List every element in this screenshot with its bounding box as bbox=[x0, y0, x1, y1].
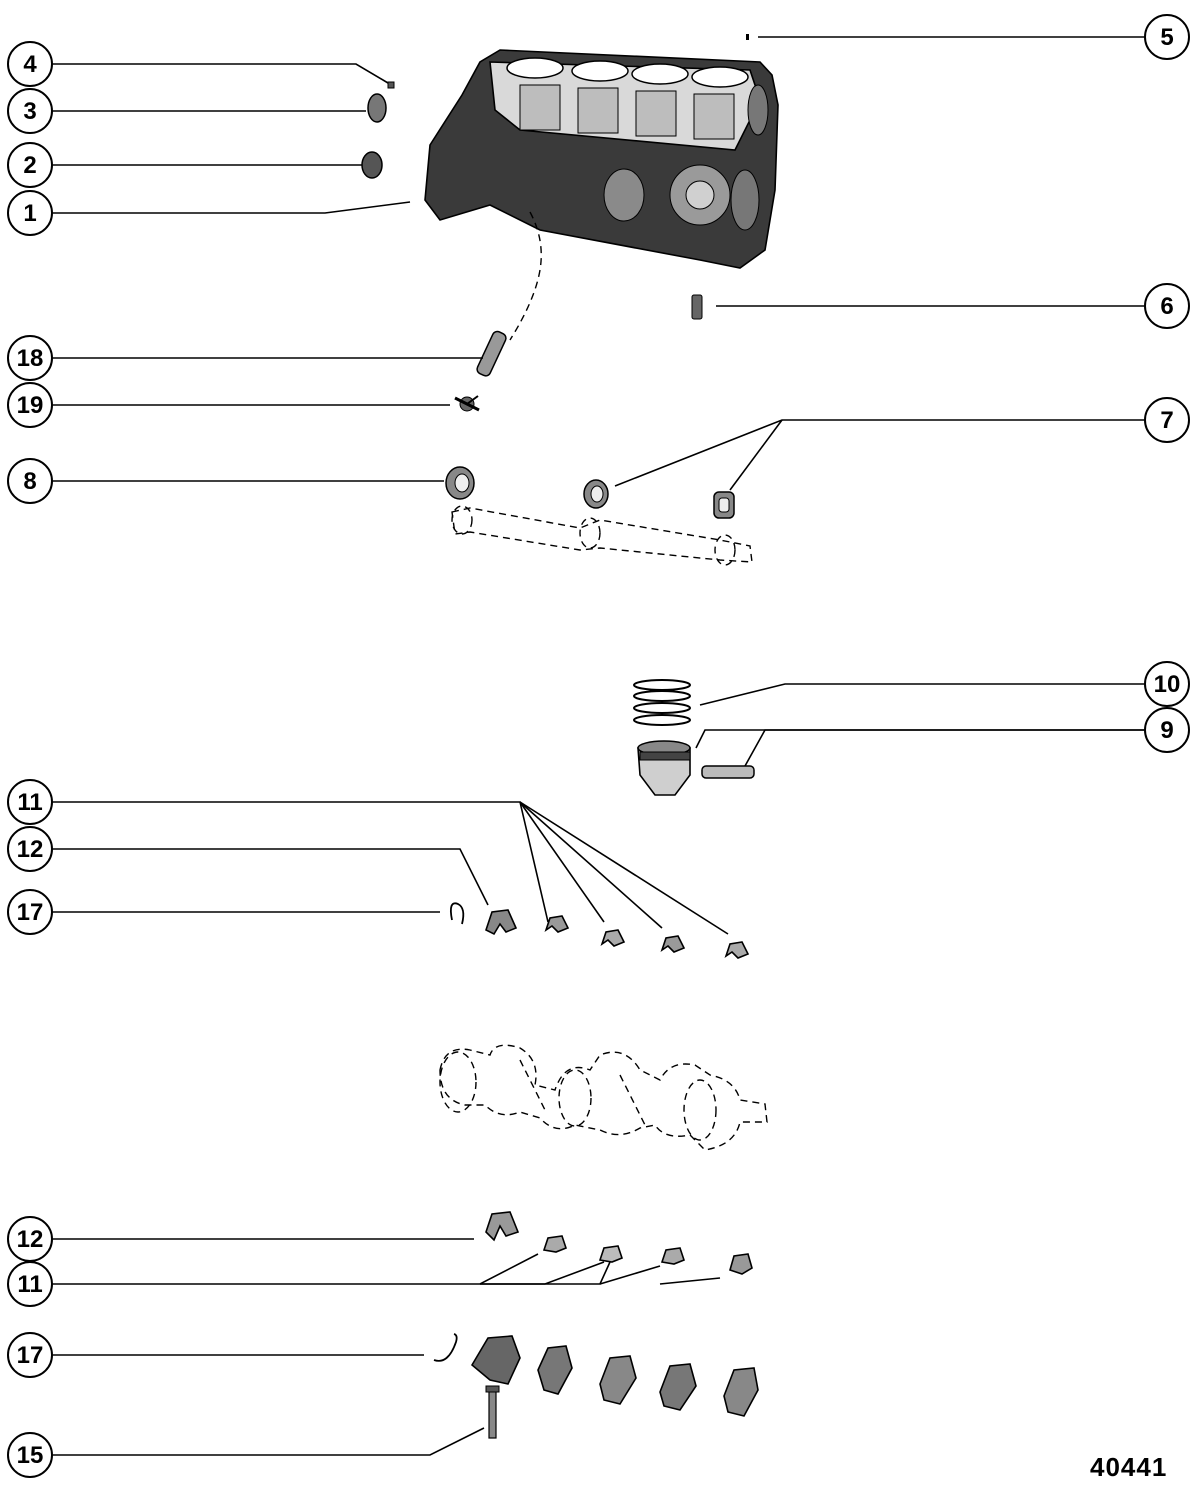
callout-label: 17 bbox=[17, 899, 44, 926]
callout-6: 6 bbox=[1144, 283, 1190, 329]
callout-label: 10 bbox=[1154, 671, 1181, 698]
part-5-pin bbox=[746, 34, 749, 40]
part-3-expansion-plug bbox=[367, 93, 387, 123]
callout-12: 12 bbox=[7, 826, 53, 872]
callout-18: 18 bbox=[7, 335, 53, 381]
callout-label: 1 bbox=[23, 200, 36, 227]
crankshaft-outline bbox=[439, 1044, 768, 1151]
callout-label: 12 bbox=[17, 1226, 44, 1253]
callout-8: 8 bbox=[7, 458, 53, 504]
camshaft-outline bbox=[451, 505, 753, 566]
part-7-cam-bearing-a bbox=[583, 479, 609, 509]
callout-7: 7 bbox=[1144, 397, 1190, 443]
engine-block bbox=[424, 49, 779, 269]
callout-label: 11 bbox=[17, 789, 42, 816]
callout-19: 19 bbox=[7, 382, 53, 428]
callout-4: 4 bbox=[7, 41, 53, 87]
leader-lines bbox=[52, 36, 1145, 1456]
callout-10: 10 bbox=[1144, 661, 1190, 707]
callout-label: 3 bbox=[23, 98, 36, 125]
callout-15: 15 bbox=[7, 1432, 53, 1478]
part-2-plug bbox=[361, 151, 383, 179]
callout-11-lower: 11 bbox=[7, 1261, 53, 1307]
callout-5: 5 bbox=[1144, 14, 1190, 60]
figure-number: 40441 bbox=[1090, 1452, 1168, 1482]
part-6-dowel bbox=[691, 294, 703, 320]
callout-9: 9 bbox=[1144, 707, 1190, 753]
part-15-bolt bbox=[485, 1385, 500, 1439]
piston bbox=[637, 740, 691, 796]
dipstick-hidden-line bbox=[509, 211, 542, 341]
callout-17-lower: 17 bbox=[7, 1332, 53, 1378]
callout-label: 18 bbox=[17, 345, 44, 372]
callout-2: 2 bbox=[7, 142, 53, 188]
callout-1: 1 bbox=[7, 190, 53, 236]
piston-rings bbox=[633, 679, 691, 726]
part-17-thrust-washer-upper bbox=[449, 902, 465, 925]
part-4-pin bbox=[387, 81, 395, 89]
part-7-cam-bearing-b bbox=[713, 491, 735, 519]
callout-label: 5 bbox=[1160, 24, 1173, 51]
callout-12-lower: 12 bbox=[7, 1216, 53, 1262]
part-8-cam-bearing bbox=[445, 466, 475, 500]
callout-label: 6 bbox=[1160, 293, 1173, 320]
callout-17: 17 bbox=[7, 889, 53, 935]
lower-bearing-row bbox=[485, 1211, 753, 1275]
callout-label: 9 bbox=[1160, 717, 1173, 744]
part-18-tube bbox=[476, 330, 507, 377]
callout-label: 2 bbox=[23, 152, 36, 179]
part-19-valve bbox=[454, 395, 480, 412]
callout-label: 19 bbox=[17, 392, 44, 419]
callout-label: 8 bbox=[23, 468, 36, 495]
callout-label: 12 bbox=[17, 836, 44, 863]
callout-3: 3 bbox=[7, 88, 53, 134]
callout-label: 15 bbox=[17, 1442, 44, 1469]
callout-label: 7 bbox=[1160, 407, 1173, 434]
callout-label: 4 bbox=[23, 51, 37, 78]
upper-bearing-row bbox=[485, 909, 750, 959]
callout-11: 11 bbox=[7, 779, 53, 825]
piston-pin bbox=[701, 765, 755, 779]
part-17-thrust-washer-lower bbox=[433, 1333, 458, 1362]
callout-label: 11 bbox=[17, 1271, 42, 1298]
main-bearing-caps bbox=[470, 1335, 759, 1417]
callout-label: 17 bbox=[17, 1342, 44, 1369]
